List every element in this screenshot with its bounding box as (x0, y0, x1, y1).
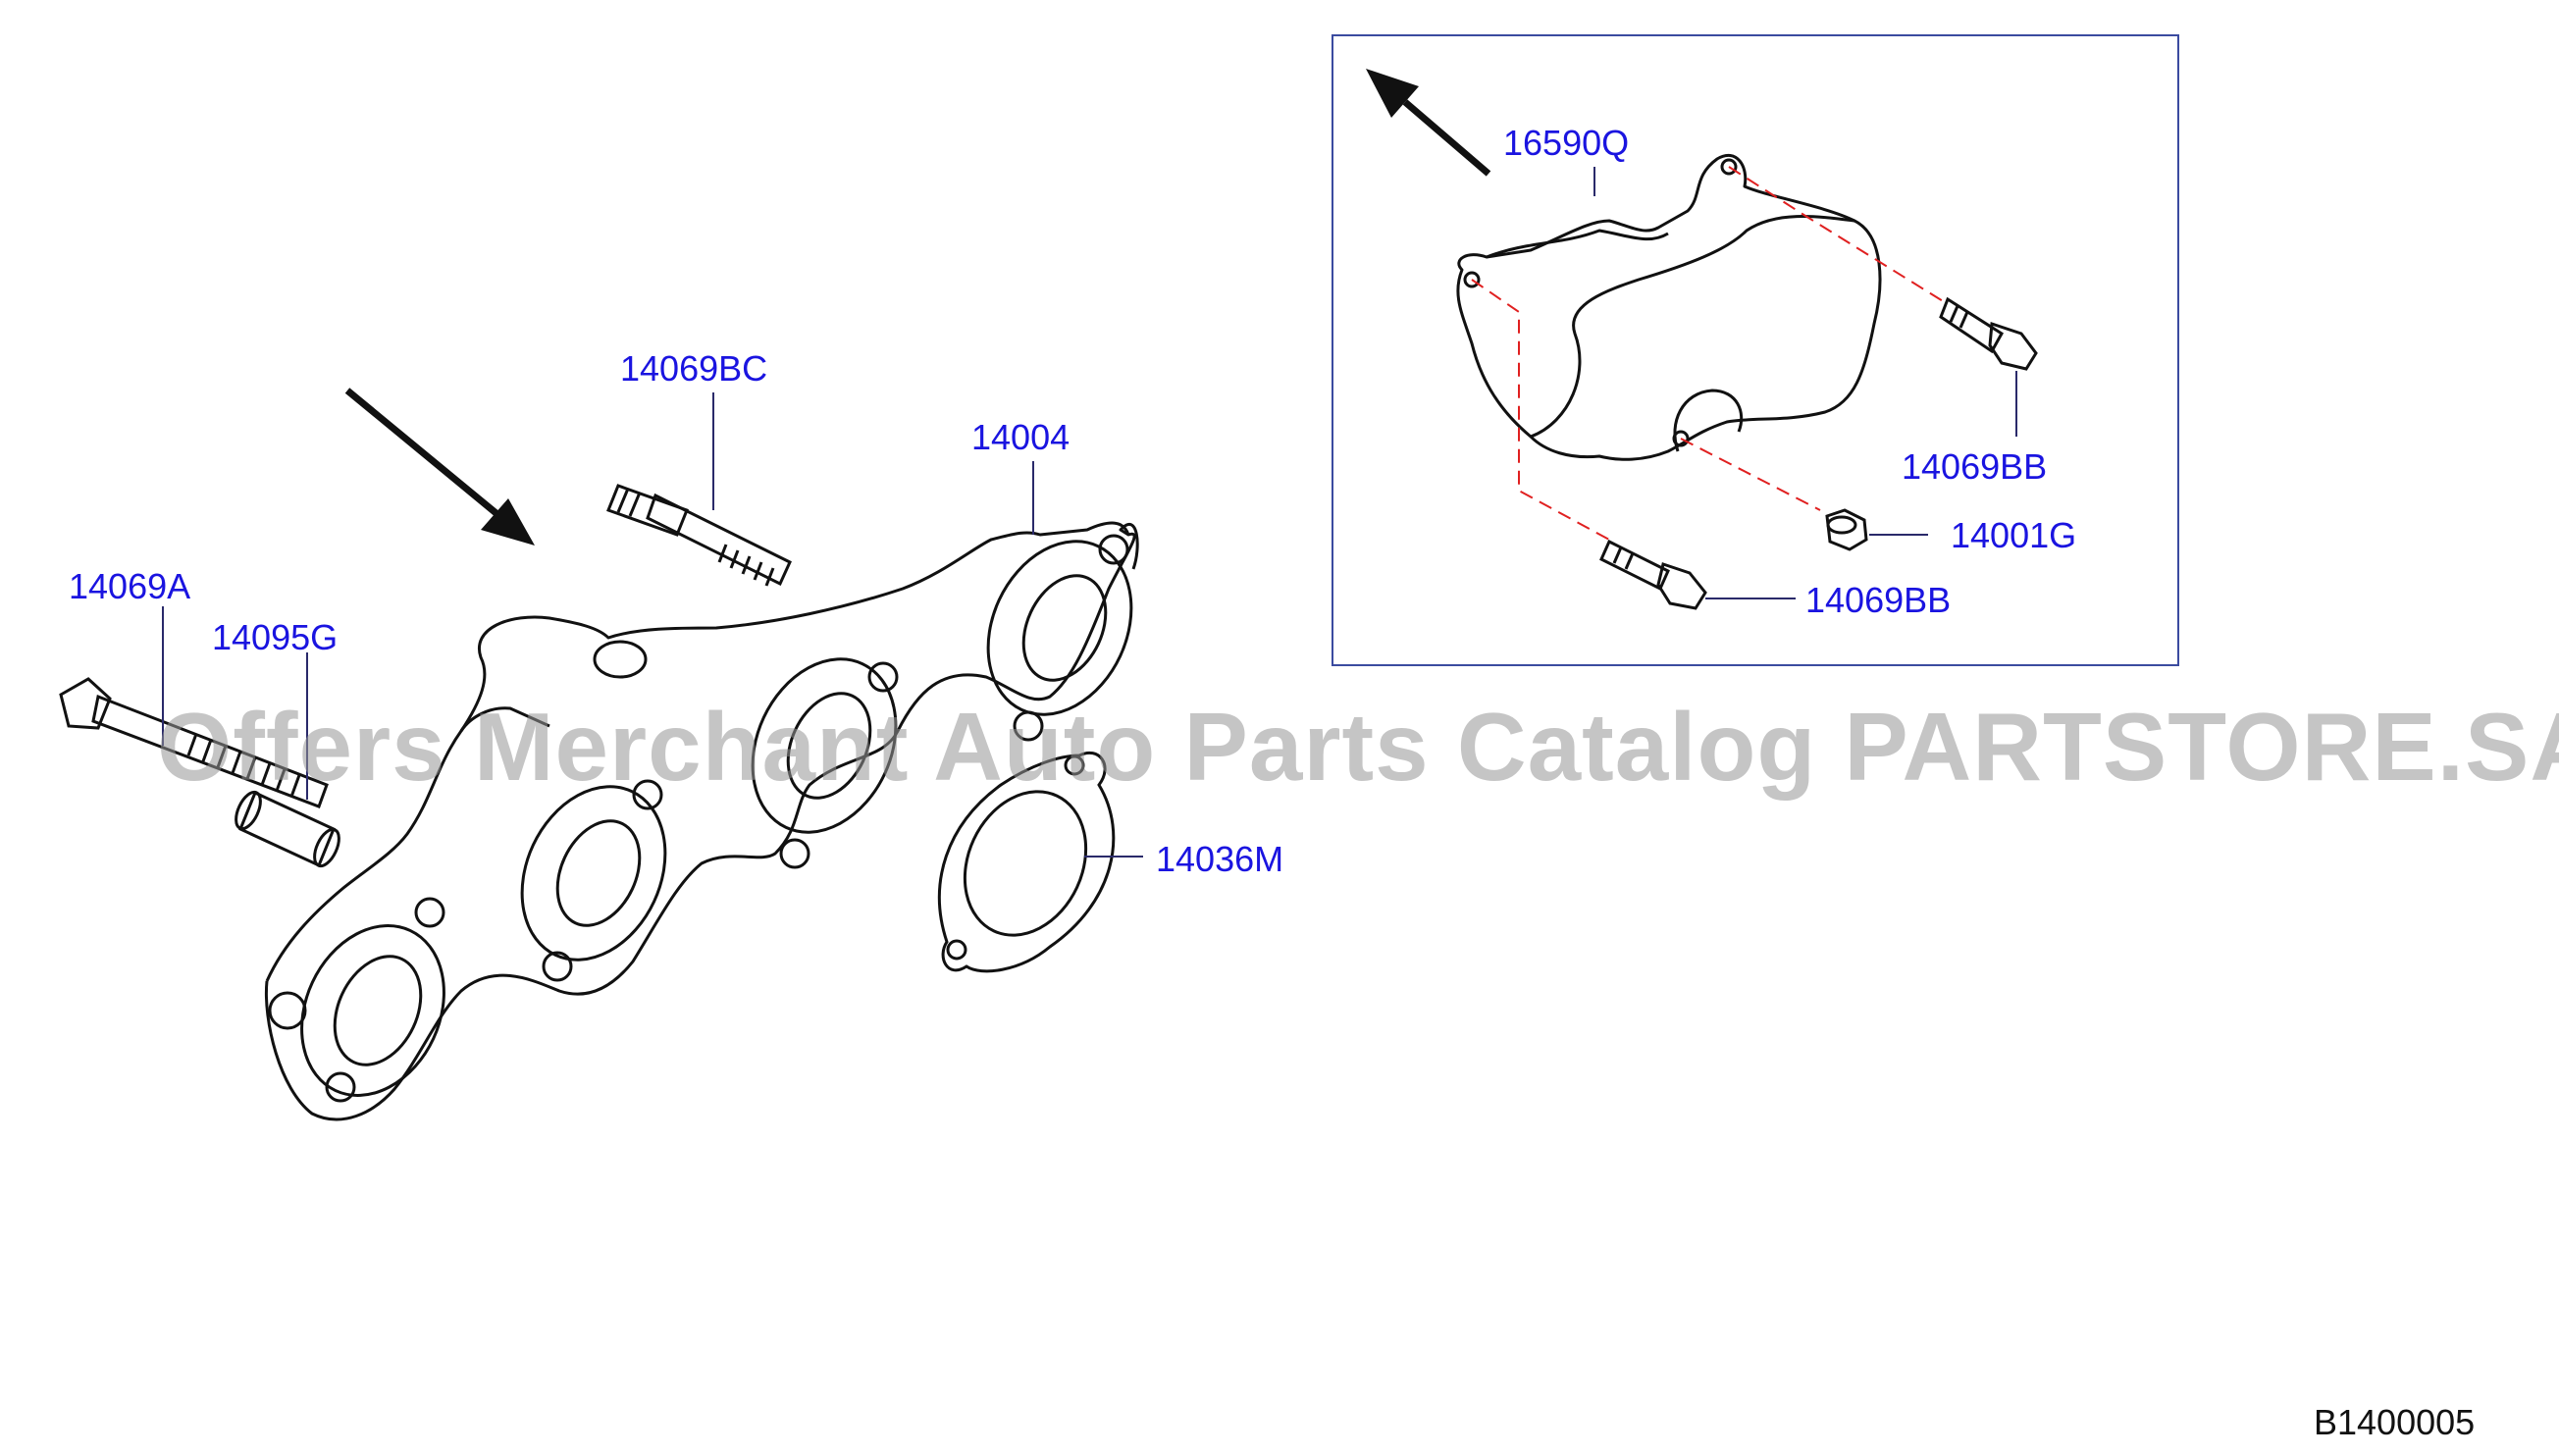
leader-lines (162, 167, 2017, 858)
label-14069A[interactable]: 14069A (69, 566, 191, 606)
stud-upper (606, 484, 792, 587)
label-14069BC[interactable]: 14069BC (620, 348, 768, 389)
front-arrow-main (344, 388, 535, 546)
manifold-gasket (938, 751, 1116, 973)
watermark: Offers Merchant Auto Parts Catalog PARTS… (157, 693, 2559, 801)
nut (1825, 508, 1868, 551)
diagram-reference-code: B1400005 (2314, 1402, 2476, 1442)
label-16590Q[interactable]: 16590Q (1503, 123, 1630, 163)
stud-long (59, 677, 329, 808)
label-14004[interactable]: 14004 (971, 417, 1071, 457)
phantom-lines (1471, 166, 1949, 541)
detail-frame (1332, 34, 2179, 666)
label-14036M[interactable]: 14036M (1156, 839, 1284, 879)
label-14069BB-right[interactable]: 14069BB (1902, 446, 2048, 487)
label-14095G[interactable]: 14095G (212, 617, 339, 657)
exhaust-manifold (264, 521, 1139, 1121)
spacer (235, 790, 340, 868)
front-arrow-detail (1366, 69, 1491, 177)
bolt-right (1939, 296, 2038, 371)
label-14001G[interactable]: 14001G (1951, 515, 2077, 555)
label-14069BB-lower[interactable]: 14069BB (1805, 580, 1952, 620)
heat-insulator (1456, 153, 1882, 461)
bolt-lower (1599, 539, 1707, 610)
